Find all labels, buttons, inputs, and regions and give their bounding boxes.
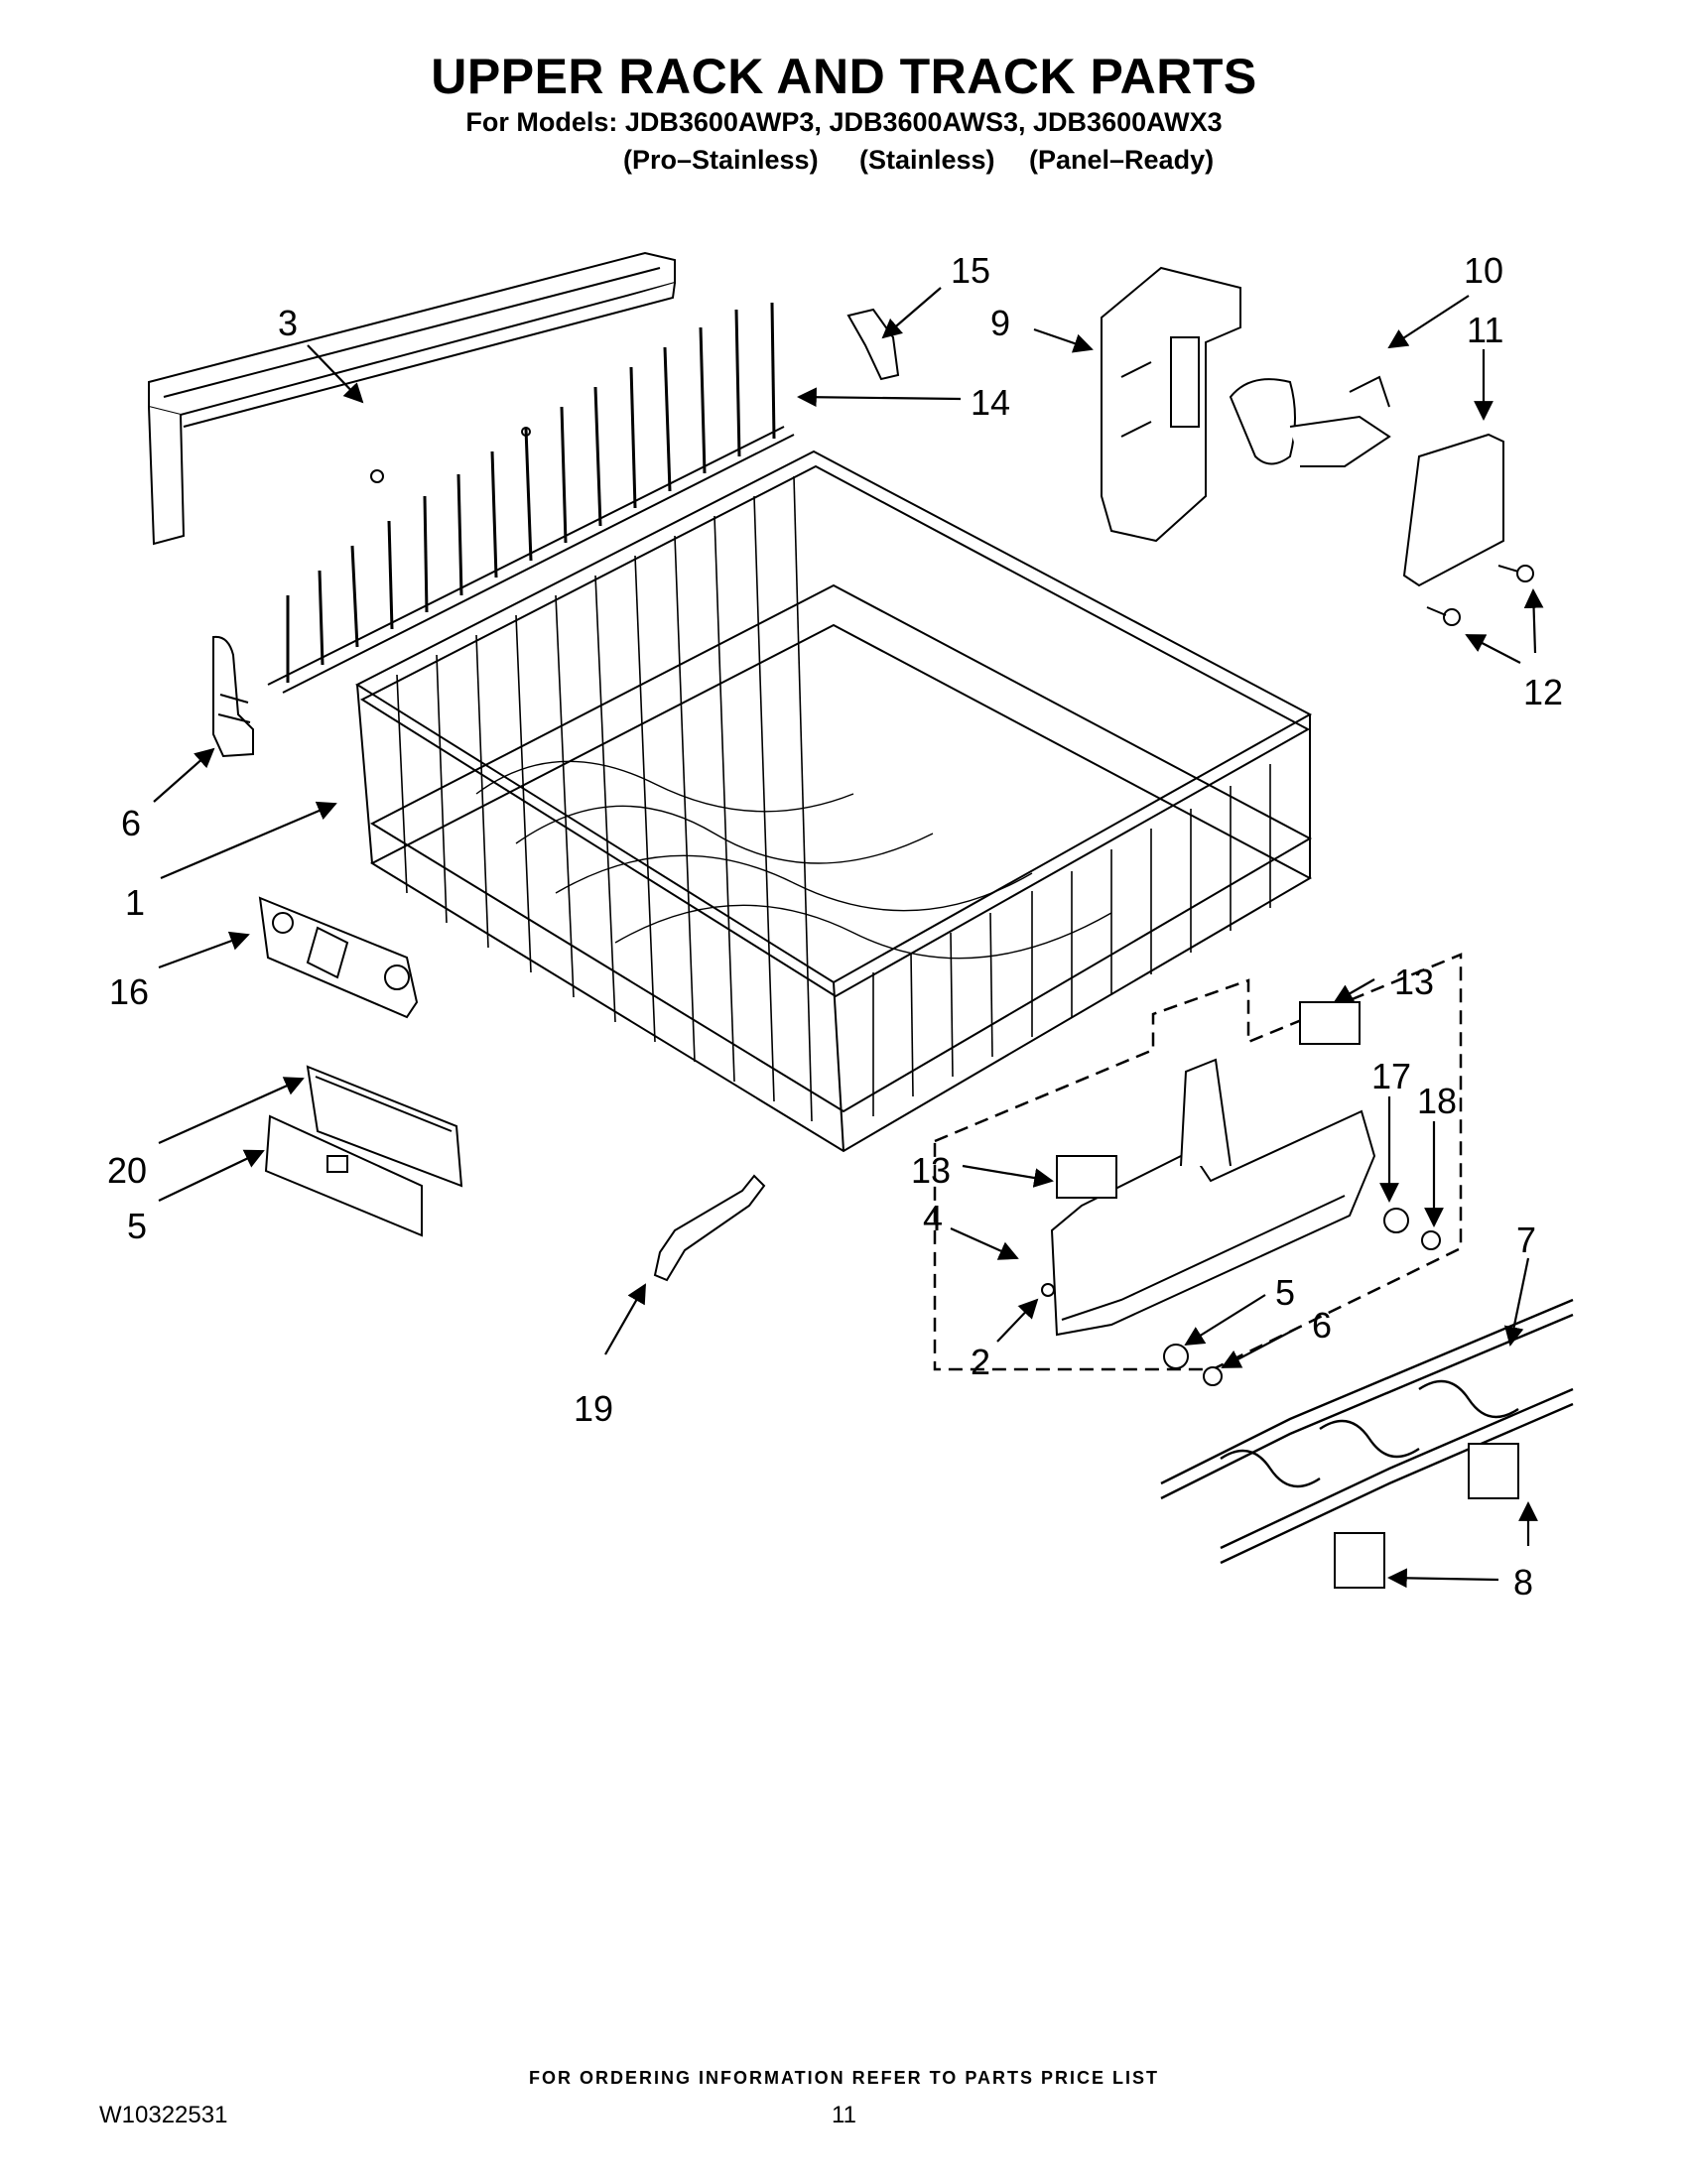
leader-5b: [1184, 1294, 1266, 1347]
clip-part-15: [846, 308, 900, 381]
leader-13a: [1333, 978, 1375, 1003]
callout-5-left: 5: [127, 1206, 147, 1246]
callout-5-right: 5: [1275, 1272, 1295, 1313]
leader-6a: [153, 747, 215, 803]
document-number: W10322531: [99, 2102, 228, 2128]
clip-part-left: [212, 635, 254, 758]
callout-13-top: 13: [1394, 962, 1434, 1002]
tine-row-part: [267, 302, 795, 694]
adjuster-cover-part: [1402, 433, 1504, 587]
leader-1: [160, 801, 337, 880]
callout-4: 4: [923, 1198, 943, 1238]
ordering-note: FOR ORDERING INFORMATION REFER TO PARTS …: [528, 2068, 1159, 2088]
callout-9: 9: [990, 303, 1010, 343]
leader-3: [307, 344, 364, 404]
callout-7: 7: [1516, 1220, 1536, 1260]
leader-6b: [1221, 1326, 1301, 1368]
adjuster-lever-part: [1229, 375, 1391, 467]
leader-12b: [1465, 634, 1521, 664]
rack-bracket-part: [258, 896, 419, 1019]
leader-8b: [1387, 1568, 1499, 1589]
lower-wire-rail-part: [1160, 1298, 1574, 1565]
leader-10: [1387, 295, 1470, 349]
variant-pro-stainless: (Pro–Stainless): [623, 145, 819, 175]
page-title: UPPER RACK AND TRACK PARTS: [431, 49, 1257, 104]
leader-14: [797, 387, 962, 408]
leader-19: [604, 1283, 646, 1355]
leader-9: [1033, 327, 1094, 353]
rail-clip-pair-part: [1334, 1443, 1519, 1589]
models-line: For Models: JDB3600AWP3, JDB3600AWS3, JD…: [465, 107, 1223, 137]
callout-2: 2: [971, 1342, 990, 1382]
leader-7: [1503, 1257, 1530, 1347]
variant-panel-ready: (Panel–Ready): [1029, 145, 1215, 175]
callout-8: 8: [1513, 1562, 1533, 1603]
callout-12: 12: [1523, 672, 1563, 712]
track-stop-part: [306, 1065, 463, 1188]
clip-part-19: [653, 1174, 766, 1282]
adjuster-housing-part: [1101, 266, 1241, 543]
callout-10: 10: [1464, 250, 1503, 291]
callout-11: 11: [1467, 310, 1503, 350]
track-assembly-group: [933, 953, 1463, 1386]
screw-pair-part: [1426, 565, 1534, 626]
callout-3: 3: [278, 303, 298, 343]
callout-13-left: 13: [911, 1150, 951, 1191]
leader-5a: [158, 1149, 265, 1202]
variant-stainless: (Stainless): [859, 145, 995, 175]
page-number: 11: [832, 2102, 856, 2128]
callout-19: 19: [574, 1388, 613, 1429]
callout-14: 14: [971, 382, 1010, 423]
track-rail-part: [148, 251, 676, 546]
upper-rack-basket: [354, 450, 1313, 1153]
callout-numbers: 3 15 9 14 10 11 12 6 1 16 20 5 19 13 13 …: [107, 250, 1563, 1603]
callout-17: 17: [1371, 1056, 1411, 1096]
callout-1: 1: [125, 882, 145, 923]
leader-12a: [1523, 588, 1544, 654]
leader-13b: [962, 1164, 1054, 1188]
end-cap-part: [264, 1114, 423, 1237]
callout-6-left: 6: [121, 803, 141, 843]
leader-16: [158, 931, 250, 969]
leader-20: [158, 1077, 305, 1145]
leader-15: [881, 287, 942, 339]
callout-18: 18: [1417, 1081, 1457, 1121]
callout-6-right: 6: [1312, 1305, 1332, 1346]
callout-16: 16: [109, 971, 149, 1012]
callout-20: 20: [107, 1150, 147, 1191]
callout-15: 15: [951, 250, 990, 291]
leader-4: [950, 1226, 1019, 1260]
leader-2: [996, 1298, 1039, 1343]
leader-arrows: [153, 287, 1544, 1589]
